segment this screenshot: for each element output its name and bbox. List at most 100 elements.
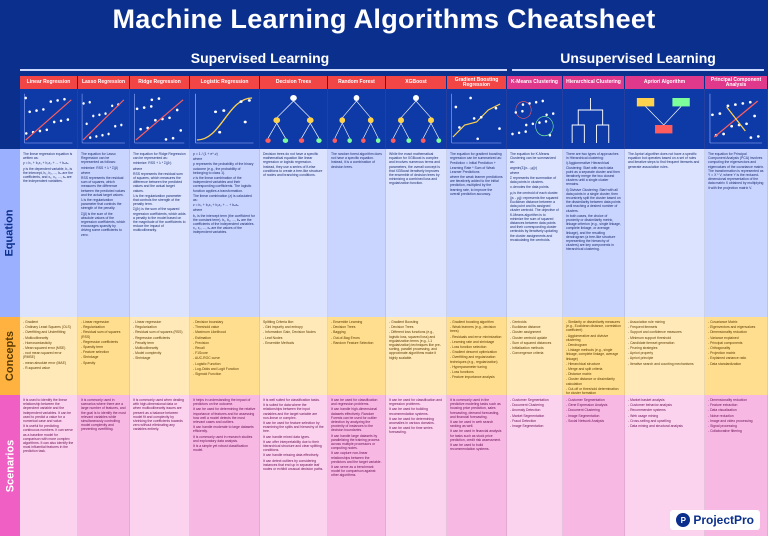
equation-text: The random forest algorithm does not hav… (331, 152, 382, 169)
equation-text: i) Agglomerative Hierarchical Clustering… (566, 161, 620, 187)
scenarios-text: - Dimensionality reduction (708, 398, 748, 402)
concepts-text: - Multicollinearity (133, 346, 159, 351)
scenarios-text: It can be used for feature selection by … (263, 421, 324, 434)
equation-text: The linear combination (z) is calculated… (193, 193, 252, 203)
column-header-linear-regression: Linear Regression (20, 76, 78, 89)
concepts-text: - Gradient (23, 320, 39, 324)
scenarios-text: It is commonly used in scenarios where t… (81, 398, 126, 432)
concepts-text: - Cluster centroid update (510, 335, 548, 340)
concepts-text: - Sigmoid Function (193, 372, 222, 377)
equation-text: Σ(β²) is the sum of the squared regressi… (133, 207, 186, 233)
scenarios-text: It helps in understanding the impact of … (193, 398, 251, 407)
concepts-text: - Decision Trees (389, 325, 414, 330)
concepts-text: - R-squared value (23, 365, 50, 370)
column-header-principal-component-analysis: Principal Component Analysis (705, 76, 768, 89)
hierarchical-clustering-concepts-cell: - Similarity or dissimilarity measures (… (563, 317, 625, 395)
gradient-boosting-regression-scenarios-cell: It is commonly used in the predictive mo… (447, 395, 507, 536)
column-header-gradient-boosting-regression: Gradient Boosting Regression (447, 76, 507, 89)
equation-label-text: Equation (4, 209, 16, 257)
k-means-clustering-concepts-cell: - Centroids- Euclidean distance- Cluster… (507, 317, 563, 395)
scenarios-row-label: Scenarios (0, 395, 20, 536)
equation-text: μⱼ is the centroid of each cluster. (510, 190, 559, 195)
concepts-text: - Agglomerative and divisive clustering (566, 333, 609, 342)
scenarios-text: - Recommender systems (628, 408, 666, 413)
concepts-text: - Overfitting and regularization techniq… (450, 355, 498, 364)
concepts-text: - Regression coefficients (81, 339, 119, 344)
unsupervised-section-title: Unsupervised Learning (560, 50, 716, 66)
equation-text: xᵢ denotes the data points. (510, 185, 550, 190)
concepts-text: - Ensemble Learning (331, 320, 363, 324)
scenarios-text: - Customer Segmentation (510, 398, 549, 402)
projectpro-logo: P ProjectPro (670, 510, 760, 530)
principal-component-analysis-concepts-cell: - Covariance Matrix- Eigenvectors and ei… (705, 317, 768, 395)
scenarios-text: - Anomaly Detection (510, 408, 541, 413)
concepts-text: - Residual sum of squares (RSS) (81, 330, 121, 339)
concepts-row: - Gradient- Ordinary Least Squares (OLS)… (20, 317, 768, 395)
concepts-text: - Shrinkage (133, 356, 151, 361)
concepts-text: - Iterative search and counting mechanis… (628, 361, 694, 366)
apriori-algorithm-concepts-cell: - Association rule mining- Frequent item… (625, 317, 705, 395)
equation-text: p represents the probability of the bina… (193, 162, 254, 175)
equation-text: where (81, 170, 91, 175)
concepts-text: - Loss function selection (450, 345, 487, 350)
column-header-ridge-regression: Ridge Regression (130, 76, 190, 89)
concepts-text: - Log-Odds and Logit Function (193, 366, 239, 371)
concepts-text: - Minimum support threshold (628, 335, 671, 340)
equation-text: RSS represents the residual sum of squar… (81, 176, 126, 197)
concepts-text: - Sparsity (81, 360, 96, 365)
scenarios-text: It can be used for determining anomalies… (389, 416, 435, 426)
equation-text: λ is the regularization parameter that c… (81, 198, 122, 211)
concepts-text: - Precision (193, 340, 210, 345)
concepts-text: - Similarity or dissimilarity measures (… (566, 320, 621, 333)
concepts-text: - Eigenvectors and eigenvalues (708, 325, 756, 330)
scenarios-text: It can handle missing data effectively. (263, 453, 320, 458)
scenarios-text: - Signal processing (708, 424, 737, 429)
concepts-text: - Different loss functions (e.g., logist… (389, 330, 441, 360)
column-header-logistic-regression: Logistic Regression (190, 76, 260, 89)
equation-text: b₀ is the intercept term (the coefficien… (193, 213, 255, 235)
scenarios-text: It is used to identify the linear relati… (23, 398, 72, 424)
scenarios-text: - Data visualization (708, 408, 737, 413)
scenarios-text: - Customer Segmentation (566, 398, 605, 402)
scenarios-text: It can be used to build recommendation s… (450, 443, 490, 452)
concepts-text: - Bagging (331, 330, 346, 335)
ridge-regression-scenarios-cell: It is commonly used when dealing with hi… (130, 395, 190, 536)
concepts-text: - AUC-ROC curve (193, 356, 220, 361)
principal-component-analysis-illustration (705, 89, 768, 149)
concepts-text: - Model complexity (133, 351, 162, 356)
equation-text: The equation for gradient boosting regre… (450, 152, 502, 161)
scenarios-text: It is suited for data where the relation… (263, 403, 318, 420)
concepts-text: - Feature selection (81, 350, 110, 355)
illustration-row (20, 89, 768, 149)
concepts-text: - Explained variance ratio (708, 356, 747, 361)
equation-text: where the weak learner predictions are i… (450, 175, 503, 196)
scenarios-text: It can detect outliers by considering in… (263, 458, 324, 472)
supervised-section-title: Supervised Learning (190, 50, 330, 66)
equation-text: minimize: RSS + λ * Σ(β²) (133, 161, 172, 166)
decision-trees-concepts-cell: Splitting Criteria like:- Gini impurity … (260, 317, 328, 395)
concepts-row-label: Concepts (0, 317, 20, 395)
equation-text: The equation for Lasso Regression can be… (81, 152, 116, 165)
scenarios-text: It is well suited for classification tas… (263, 398, 320, 402)
ridge-regression-equation-cell: The equation for Ridge Regression can be… (130, 149, 190, 317)
scenarios-text: - Market Segmentation (510, 413, 545, 418)
k-means-clustering-illustration (507, 89, 563, 149)
equation-text: ii) Divisive Clustering: Start with all … (566, 187, 621, 213)
concepts-text: - Gradient descent optimization (450, 350, 497, 355)
concepts-text: Splitting Criteria like: (263, 320, 294, 324)
concepts-text: - Information Gain, Decision Nodes (263, 330, 316, 335)
concepts-text: - Gradient Boosting (389, 320, 419, 324)
projectpro-logo-icon: P (676, 513, 691, 527)
equation-text: y = b₀ + b₁x₁ + b₂x₂ + ... + bₙxₙ (23, 161, 69, 166)
logistic-regression-scenarios-cell: It helps in understanding the impact of … (190, 395, 260, 536)
concepts-text: - Pruning strategies (628, 346, 658, 351)
concepts-text: - Regularization (133, 325, 157, 330)
ridge-regression-illustration (130, 89, 190, 149)
scenarios-text: - Image and video processing (708, 418, 753, 423)
concepts-text: - F1Score (193, 351, 208, 356)
concepts-text: - Support and confidence measures (628, 330, 682, 335)
ridge-regression-concepts-cell: - Linear regression- Regularization- Res… (130, 317, 190, 395)
concepts-text: - root mean squared error (RMSE) (23, 351, 62, 360)
concepts-text: - Cut-off or threshold determination for… (566, 386, 619, 395)
gradient-boosting-regression-equation-cell: The equation for gradient boosting regre… (447, 149, 507, 317)
